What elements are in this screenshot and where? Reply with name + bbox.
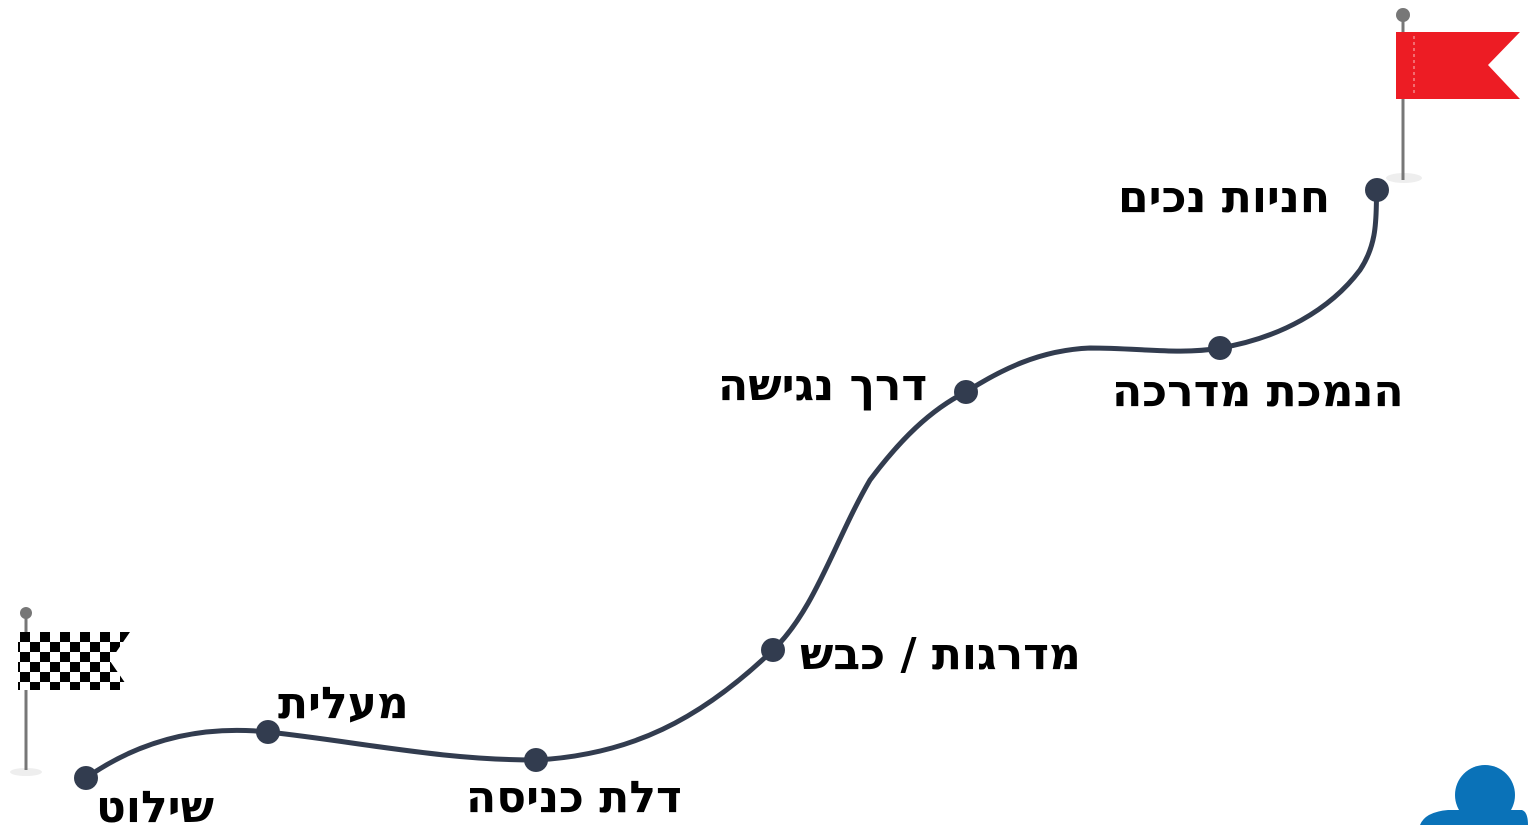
stop-label-accessible-path: דרך נגישה [718, 360, 928, 411]
route-node-accessible-path [954, 380, 978, 404]
person-icon [1420, 765, 1528, 825]
route-node-entrance-door [524, 748, 548, 772]
stop-label-signage: שילוט [96, 782, 214, 825]
checkered-flag-icon [10, 607, 130, 776]
red-flag-icon [1386, 8, 1520, 183]
route-node-accessible-parking [1365, 178, 1389, 202]
stop-label-elevator: מעלית [278, 678, 409, 729]
stop-label-entrance-door: דלת כניסה [466, 772, 682, 823]
route-node-stairs-ramp [761, 638, 785, 662]
route-node-curb-ramp [1208, 336, 1232, 360]
route-node-signage [74, 766, 98, 790]
stop-label-curb-ramp: הנמכת מדרכה [1112, 366, 1404, 417]
stop-label-stairs-ramp: מדרגות / כבש [800, 629, 1081, 680]
stop-label-accessible-parking: חניות נכים [1118, 172, 1331, 223]
route-path [83, 187, 1380, 781]
route-node-elevator [256, 720, 280, 744]
